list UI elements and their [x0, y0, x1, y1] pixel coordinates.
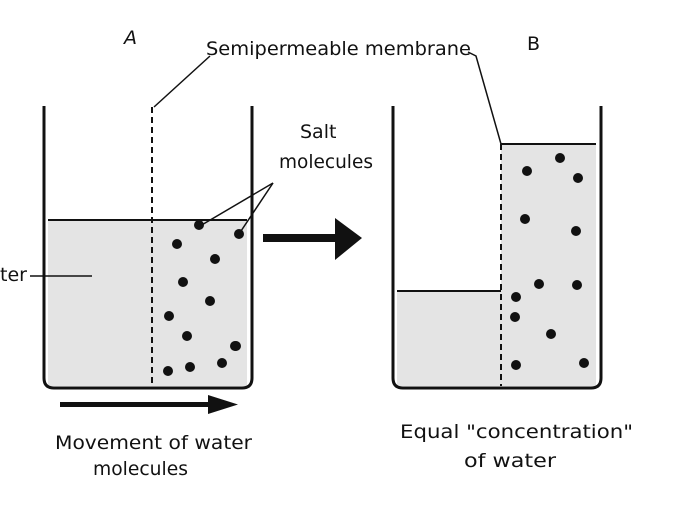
- salt-label-line2: molecules: [279, 151, 373, 173]
- process-arrow: [263, 218, 362, 260]
- membrane-label: Semipermeable membrane: [206, 38, 471, 60]
- salt-molecule: [520, 214, 530, 224]
- movement-label-line2: molecules: [93, 458, 188, 480]
- beaker-a: [42, 106, 254, 390]
- beaker-b-water-left: [397, 291, 501, 386]
- salt-molecule: [522, 166, 532, 176]
- beaker-a-outline: [42, 106, 254, 390]
- salt-molecule: [511, 360, 521, 370]
- salt-molecule: [163, 366, 173, 376]
- salt-molecule: [573, 173, 583, 183]
- salt-label-line1: Salt: [300, 121, 336, 143]
- salt-molecule: [164, 311, 174, 321]
- panel-label-b: B: [527, 33, 540, 55]
- salt-molecule: [555, 153, 565, 163]
- equal-label-line2: of water: [464, 450, 556, 472]
- salt-molecule: [571, 226, 581, 236]
- salt-molecule: [194, 220, 204, 230]
- panel-label-a: A: [122, 27, 137, 49]
- movement-label-line1: Movement of water: [55, 432, 252, 454]
- membrane-leader-b: [467, 51, 502, 145]
- beaker-a-salt-molecules: [163, 220, 244, 376]
- salt-leader-1: [199, 182, 274, 227]
- salt-molecule: [511, 292, 521, 302]
- beaker-b-outline: [391, 106, 603, 390]
- beaker-a-water-left: [48, 220, 152, 386]
- salt-molecule: [572, 280, 582, 290]
- salt-molecule: [546, 329, 556, 339]
- beaker-b-water-right: [501, 144, 596, 386]
- salt-molecule: [534, 279, 544, 289]
- membrane-leader-a: [153, 55, 211, 108]
- salt-molecule: [217, 358, 227, 368]
- salt-molecule: [182, 331, 192, 341]
- water-label: ter: [0, 264, 27, 286]
- salt-molecule: [185, 362, 195, 372]
- beaker-a-water-right: [152, 220, 247, 386]
- salt-molecule: [210, 254, 220, 264]
- salt-molecule: [205, 296, 215, 306]
- beaker-b-salt-molecules: [510, 153, 589, 370]
- salt-leader-2: [238, 182, 274, 235]
- salt-molecule: [579, 358, 589, 368]
- equal-label-line1: Equal "concentration": [400, 421, 633, 443]
- salt-molecule: [510, 312, 520, 322]
- salt-molecule: [172, 239, 182, 249]
- beaker-b: [391, 106, 603, 390]
- movement-arrow: [60, 395, 238, 414]
- salt-molecule: [231, 341, 241, 351]
- salt-molecule: [178, 277, 188, 287]
